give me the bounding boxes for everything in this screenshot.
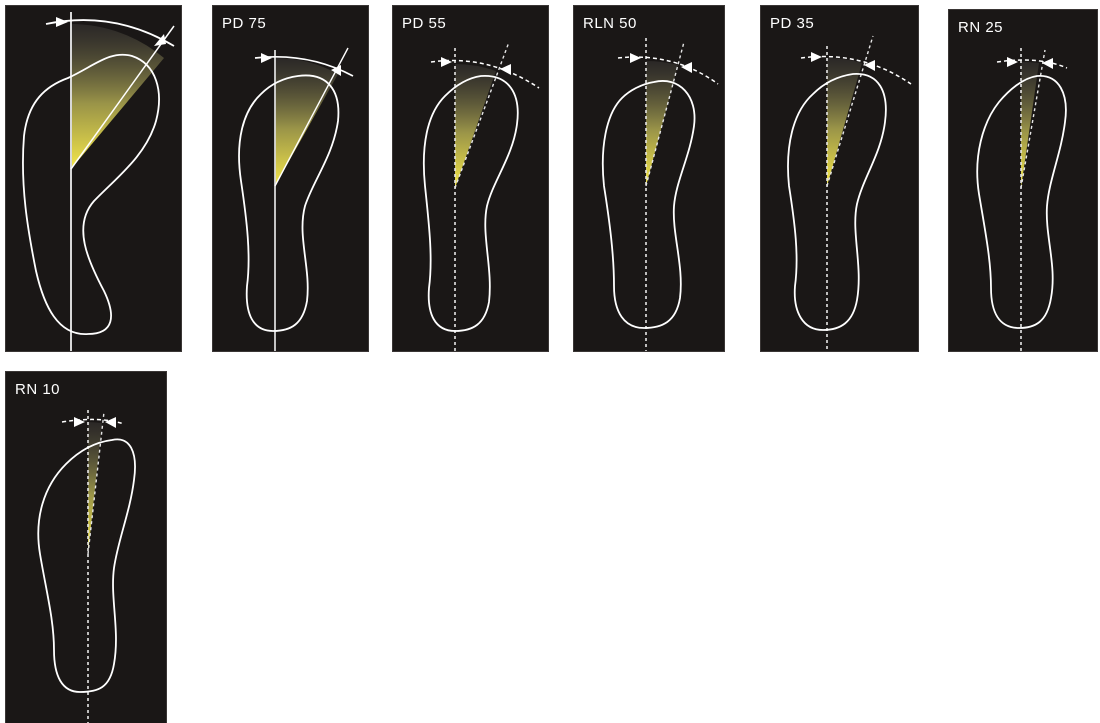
arrow-left-icon: [56, 17, 68, 27]
arrow-right-icon: [1042, 58, 1053, 69]
panel-pd35: PD 35: [761, 6, 918, 351]
arrow-left-icon: [441, 57, 452, 67]
arrow-left-icon: [1007, 57, 1018, 67]
arrow-left-icon: [261, 53, 272, 63]
foot-diagram-pd75: [213, 6, 368, 351]
arrow-left-icon: [811, 52, 822, 62]
arrow-right-icon: [681, 62, 692, 73]
panel-label: PD 55: [402, 15, 446, 32]
panel-rln50: RLN 50: [574, 6, 724, 351]
panel-1: [6, 6, 181, 351]
foot-diagram-rn25: [949, 10, 1097, 351]
panel-label: PD 75: [222, 15, 266, 32]
panel-rn10: RN 10: [6, 372, 166, 723]
panel-pd55: PD 55: [393, 6, 548, 351]
panel-rn25: RN 25: [949, 10, 1097, 351]
panel-pd75: PD 75: [213, 6, 368, 351]
foot-diagram-pd55: [393, 6, 548, 351]
arrow-left-icon: [74, 417, 85, 427]
foot-outline: [38, 439, 135, 692]
arrow-right-icon: [500, 64, 511, 75]
panel-label: RN 25: [958, 19, 1003, 36]
foot-diagram-1: [6, 6, 181, 351]
foot-diagram-rln50: [574, 6, 724, 351]
foot-diagram-pd35: [761, 6, 918, 351]
arrow-left-icon: [630, 53, 641, 63]
panel-label: RLN 50: [583, 15, 637, 32]
arrow-right-icon: [105, 417, 116, 428]
angle-wedge: [71, 24, 164, 169]
panel-label: RN 10: [15, 381, 60, 398]
foot-diagram-rn10: [6, 372, 166, 723]
panel-label: PD 35: [770, 15, 814, 32]
